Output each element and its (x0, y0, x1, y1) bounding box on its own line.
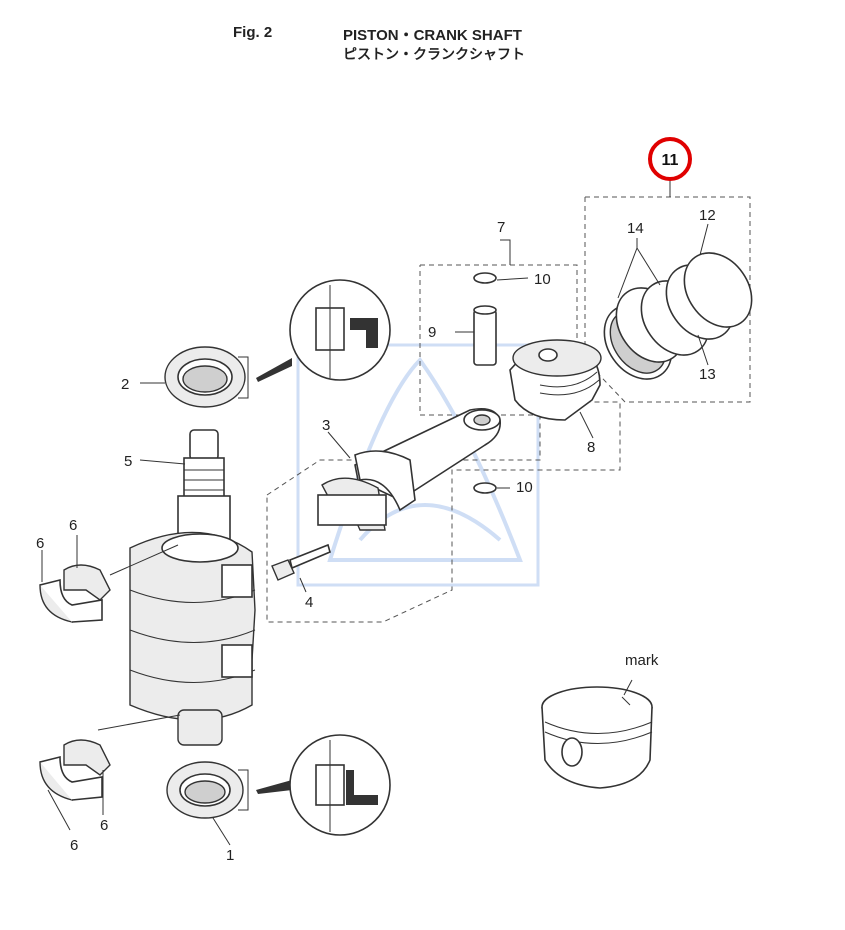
callout-10-upper[interactable]: 10 (534, 271, 551, 288)
page-title: PISTON・CRANK SHAFT (343, 27, 522, 44)
connecting-rod[interactable] (317, 407, 502, 531)
piston[interactable] (509, 339, 602, 421)
callout-6-lower-right[interactable]: 6 (100, 817, 108, 834)
piston-pin-clip-upper[interactable] (473, 272, 497, 284)
callout-numbers: 1 2 3 4 5 6 6 6 6 7 8 9 10 10 12 13 14 m… (36, 207, 716, 864)
callout-11[interactable]: 11 (662, 152, 679, 169)
piston-pin[interactable] (473, 305, 497, 366)
page-title-japanese: ピストン・クランクシャフト (343, 47, 525, 63)
callout-5[interactable]: 5 (124, 453, 132, 470)
callout-6-lower-left[interactable]: 6 (70, 837, 78, 854)
callout-3[interactable]: 3 (322, 417, 330, 434)
seal-direction-detail-upper (289, 279, 391, 381)
crank-bearing-upper[interactable] (39, 564, 111, 623)
crankshaft[interactable] (129, 429, 256, 746)
connecting-rod-bolt[interactable] (271, 543, 331, 581)
piston-ring-set[interactable] (590, 240, 765, 392)
callout-9[interactable]: 9 (428, 324, 436, 341)
piston-pin-clip-lower[interactable] (473, 482, 497, 494)
highlighted-callout-11[interactable]: 11 (648, 137, 692, 181)
highlight-circle (648, 137, 692, 181)
callout-2[interactable]: 2 (121, 376, 129, 393)
callout-13[interactable]: 13 (699, 366, 716, 383)
piston-mark-detail (541, 679, 653, 789)
callout-leaders (41, 178, 709, 846)
callout-8[interactable]: 8 (587, 439, 595, 456)
callout-4[interactable]: 4 (305, 594, 313, 611)
callout-10-lower[interactable]: 10 (516, 479, 533, 496)
callout-7[interactable]: 7 (497, 219, 505, 236)
callout-1[interactable]: 1 (226, 847, 234, 864)
callout-6-upper-left[interactable]: 6 (36, 535, 44, 552)
callout-14[interactable]: 14 (627, 220, 644, 237)
mark-label: mark (625, 652, 659, 669)
assembly-group-frames (266, 196, 751, 623)
crank-bearing-lower[interactable] (39, 739, 111, 801)
callout-6-upper-right[interactable]: 6 (69, 517, 77, 534)
oil-seal-lower[interactable] (166, 761, 292, 819)
callout-12[interactable]: 12 (699, 207, 716, 224)
oil-seal-upper[interactable] (164, 346, 292, 408)
figure-number: Fig. 2 (233, 24, 273, 41)
seal-direction-detail-lower (289, 734, 391, 836)
